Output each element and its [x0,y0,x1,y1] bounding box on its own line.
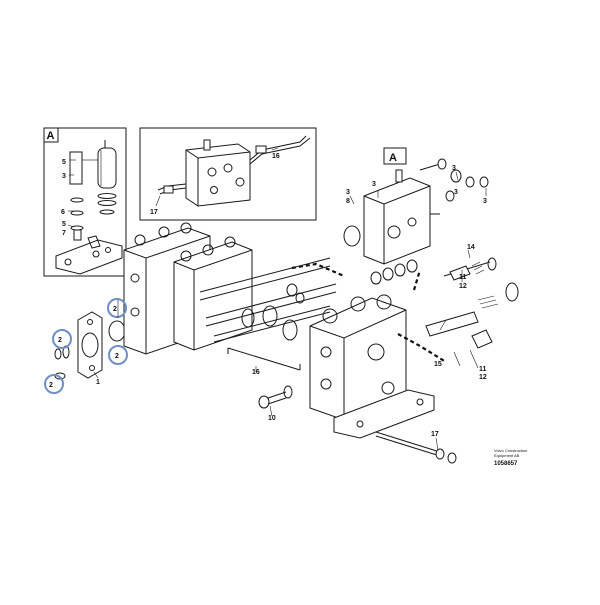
callout-5b: 5 [62,221,66,228]
detail-a-marker-frame [383,147,407,165]
valve-section-2 [173,241,253,351]
callout-3-e: 3 [454,189,458,196]
detail-box-sensor-frame [139,127,317,221]
callout-1: 1 [96,379,100,386]
end-cover-plate [77,311,103,379]
solenoid-cartridge [69,151,83,185]
callout-2-d: 2 [115,353,119,360]
screw-9 [258,395,270,409]
highlight-circle-1 [52,329,72,349]
callout-16: 16 [272,153,280,160]
callout-7: 7 [62,230,66,237]
detail-box-a-label-frame [43,127,59,143]
detail-box-a-frame [43,127,127,277]
right-valve-section [258,294,457,464]
callout-3-detail: 3 [62,173,66,180]
callout-11-top: 12 [459,283,467,290]
upper-right-valve-body [363,177,431,265]
tie-rod-1 [199,257,331,293]
detail-box-sensor [139,127,317,221]
callout-8-a: 8 [346,198,350,205]
sensor-block [185,143,251,207]
footer-company: Volvo Construction [494,448,527,453]
callout-12: 14 [467,244,475,251]
main-valve-assembly [123,222,337,371]
sensor-cable [249,135,307,161]
leader-lines [67,147,487,451]
callout-17: 17 [150,209,158,216]
callout-3-a: 3 [346,189,350,196]
seal-kit-bracket [227,347,301,371]
callout-3-d: 3 [483,198,487,205]
footer-drawing-number: 1058657 [494,461,518,467]
callout-10-top: 11 [459,274,467,281]
detail-box-a: A [43,127,127,277]
relief-valve-parts [425,257,519,367]
callout-11-bottom: 12 [479,374,487,381]
detail-a-marker-letter: A [389,152,397,164]
callout-2-a: 2 [58,337,62,344]
callout-13: 15 [434,361,442,368]
dashed-leader-3 [397,333,447,363]
callout-10-bottom: 11 [479,366,487,373]
tie-rod-2 [205,283,337,319]
mounting-bracket [333,389,435,439]
footer-company-2: Equipment AB [494,453,520,458]
callout-9: 10 [268,415,276,422]
dashed-leader-2 [412,269,422,291]
callout-5: 5 [62,159,66,166]
detail-box-a-letter: A [47,130,55,142]
callout-15: 17 [431,431,439,438]
callout-6: 6 [61,209,65,216]
callout-3-c: 3 [452,165,456,172]
relief-cartridge [425,311,479,337]
o-ring-stack [370,259,418,285]
tie-rod-3 [213,305,331,337]
callout-2-c: 2 [113,306,117,313]
highlight-circle-2 [44,374,64,394]
callout-2-b: 2 [49,382,53,389]
detail-a-valve-block [55,239,123,275]
highlight-circle-4 [108,345,128,365]
solenoid-coil [97,147,117,189]
callout-14: 16 [252,369,260,376]
highlight-circle-3 [107,298,127,318]
end-cover [54,311,126,380]
upper-right-valve: A [343,147,489,265]
dashed-leader-1 [291,262,345,278]
bolt-15 [375,431,441,453]
callout-3-b: 3 [372,181,376,188]
